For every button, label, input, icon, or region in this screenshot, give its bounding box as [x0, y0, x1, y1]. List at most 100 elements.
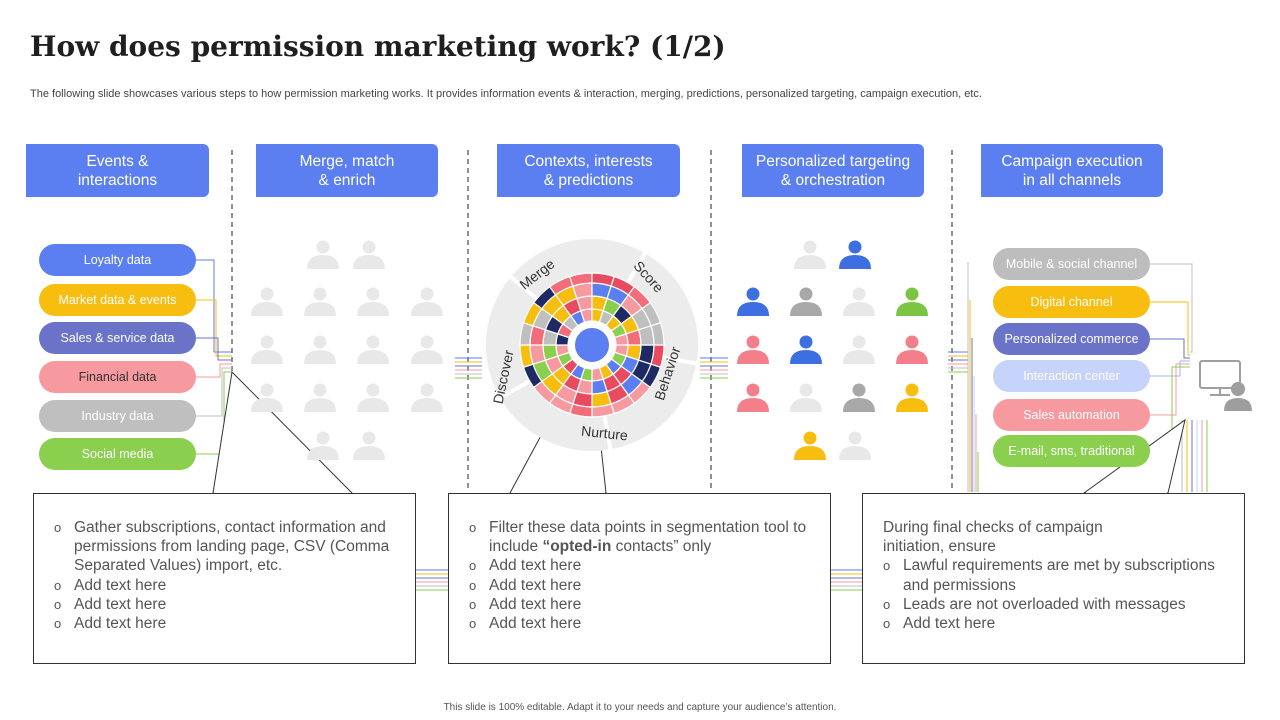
header-events: Events &interactions — [26, 144, 209, 197]
person-icon-head — [799, 383, 813, 397]
box3-item: Leads are not overloaded with messages — [883, 595, 1234, 614]
channel-pill-mobile: Mobile & social channel — [993, 248, 1150, 280]
page-subtitle: The following slide showcases various st… — [30, 88, 982, 100]
event-connector — [196, 371, 232, 455]
event-connector — [196, 259, 232, 353]
callout-box-final-checks: During final checks of campaign initiati… — [862, 493, 1245, 664]
person-icon-head — [746, 383, 760, 397]
person-icon-body — [790, 350, 822, 364]
wheel-ring-separator — [660, 355, 701, 367]
channel-pill-digital: Digital channel — [993, 286, 1150, 318]
person-icon-head — [852, 287, 866, 301]
person-icon-body — [843, 302, 875, 316]
person-icon-body — [304, 350, 336, 364]
person-icon-head — [366, 335, 380, 349]
channel-connector — [1150, 338, 1190, 359]
person-icon-head — [803, 431, 817, 445]
channel-connector — [1150, 363, 1190, 416]
channel-pill-interaction: Interaction center — [993, 360, 1150, 392]
box2-item1-bold: “opted-in — [542, 538, 612, 556]
box1-item: Add text here — [54, 614, 405, 633]
wheel-segment — [650, 321, 665, 346]
wheel-ring-separator — [495, 378, 533, 402]
person-icon-head — [420, 383, 434, 397]
channel-connector — [1150, 360, 1190, 377]
callout-box-gather: Gather subscriptions, contact informatio… — [33, 493, 416, 664]
event-pill-loyalty: Loyalty data — [39, 244, 196, 276]
person-icon-body — [737, 398, 769, 412]
box2-item: Add text here — [469, 595, 820, 614]
person-icon-head — [420, 287, 434, 301]
person-icon-head — [366, 287, 380, 301]
person-icon-body — [790, 398, 822, 412]
person-icon-head — [799, 287, 813, 301]
person-icon-body — [251, 302, 283, 316]
channel-connector — [1150, 263, 1193, 353]
person-icon-head — [313, 287, 327, 301]
person-icon-head — [313, 383, 327, 397]
person-icon-body — [357, 302, 389, 316]
box1-item: Add text here — [54, 595, 405, 614]
header-targeting-line2: & orchestration — [780, 171, 886, 189]
callout-box-filter: Filter these data points in segmentation… — [448, 493, 831, 664]
wheel-ring-separator — [625, 248, 649, 286]
person-icon-head — [366, 383, 380, 397]
page-title: How does permission marketing work? (1/2… — [30, 30, 726, 63]
person-icon-head — [803, 240, 817, 254]
person-icon-body — [411, 302, 443, 316]
box2-item1-post: contacts” only — [611, 538, 712, 556]
event-pill-sales-service: Sales & service data — [39, 322, 196, 354]
person-icon-body — [304, 398, 336, 412]
person-icon-head — [905, 383, 919, 397]
person-icon-body — [839, 446, 871, 460]
person-icon-head — [746, 287, 760, 301]
person-icon-body — [737, 350, 769, 364]
box2-item: Add text here — [469, 614, 820, 633]
user-icon-body — [1224, 398, 1252, 411]
event-pill-market: Market data & events — [39, 284, 196, 316]
person-icon-head — [905, 287, 919, 301]
person-icon-head — [746, 335, 760, 349]
person-icon-body — [357, 350, 389, 364]
person-icon-head — [799, 335, 813, 349]
box3-item: Lawful requirements are met by subscript… — [883, 556, 1234, 594]
person-icon-body — [896, 350, 928, 364]
header-events-line2: interactions — [77, 171, 158, 189]
event-connector — [196, 299, 232, 357]
channel-connector — [1150, 301, 1190, 356]
header-contexts-line2: & predictions — [543, 171, 634, 189]
person-icon-head — [848, 240, 862, 254]
box3-intro: During final checks of campaign initiati… — [883, 519, 1103, 556]
person-icon-head — [852, 383, 866, 397]
channel-pill-commerce: Personalized commerce — [993, 323, 1150, 355]
person-icon-body — [411, 398, 443, 412]
wheel-label-nurture: Nurture — [580, 423, 628, 444]
footer-note: This slide is 100% editable. Adapt it to… — [443, 702, 837, 713]
person-icon-body — [794, 446, 826, 460]
person-icon-body — [737, 302, 769, 316]
event-connector — [196, 337, 232, 361]
box2-item-first: Filter these data points in segmentation… — [469, 518, 820, 556]
header-targeting: Personalized targeting& orchestration — [742, 144, 924, 197]
header-campaign-line1: Campaign execution — [1001, 152, 1143, 170]
person-icon-head — [905, 335, 919, 349]
person-icon-body — [353, 255, 385, 269]
header-merge-line2: & enrich — [318, 171, 376, 189]
channel-pill-email: E-mail, sms, traditional — [993, 435, 1150, 467]
header-targeting-line1: Personalized targeting — [755, 152, 911, 170]
person-icon-body — [843, 350, 875, 364]
header-contexts: Contexts, interests& predictions — [497, 144, 680, 197]
event-pill-industry: Industry data — [39, 400, 196, 432]
person-icon-head — [260, 383, 274, 397]
box2-item1-pre: Filter these data points in segmentation… — [489, 519, 807, 556]
header-contexts-line1: Contexts, interests — [524, 152, 653, 170]
event-connector — [196, 363, 232, 378]
person-icon-body — [304, 302, 336, 316]
wheel-ring-separator — [506, 272, 540, 302]
event-pill-financial: Financial data — [39, 361, 196, 393]
box1-item: Gather subscriptions, contact informatio… — [54, 518, 405, 576]
box2-item: Add text here — [469, 576, 820, 595]
person-icon-head — [313, 335, 327, 349]
person-icon-body — [353, 446, 385, 460]
